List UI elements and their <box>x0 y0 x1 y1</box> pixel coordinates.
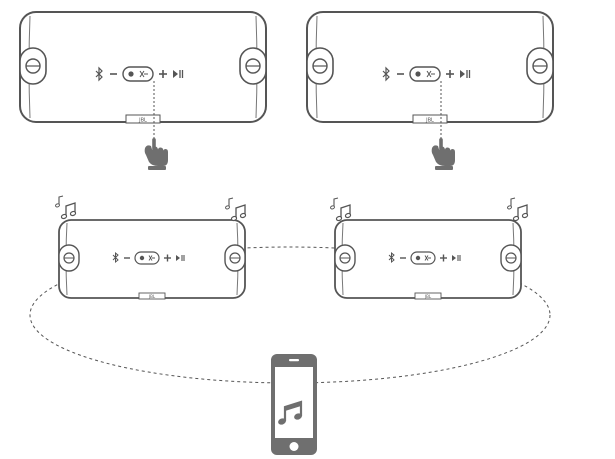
pointing-hand-icon <box>431 138 455 170</box>
music-note-icon <box>329 197 352 222</box>
music-note-icon <box>224 197 247 222</box>
music-note-icon <box>54 195 77 220</box>
pointing-hand-icon <box>144 138 168 170</box>
music-note-icon <box>278 400 303 425</box>
speaker-bottom-right <box>334 219 522 300</box>
speaker-top-right <box>306 11 554 125</box>
music-note-icon <box>506 197 529 222</box>
connection-loop <box>29 246 551 384</box>
speaker-bottom-left <box>58 219 246 300</box>
smartphone-icon <box>271 354 317 455</box>
speaker-top-left <box>19 11 267 125</box>
